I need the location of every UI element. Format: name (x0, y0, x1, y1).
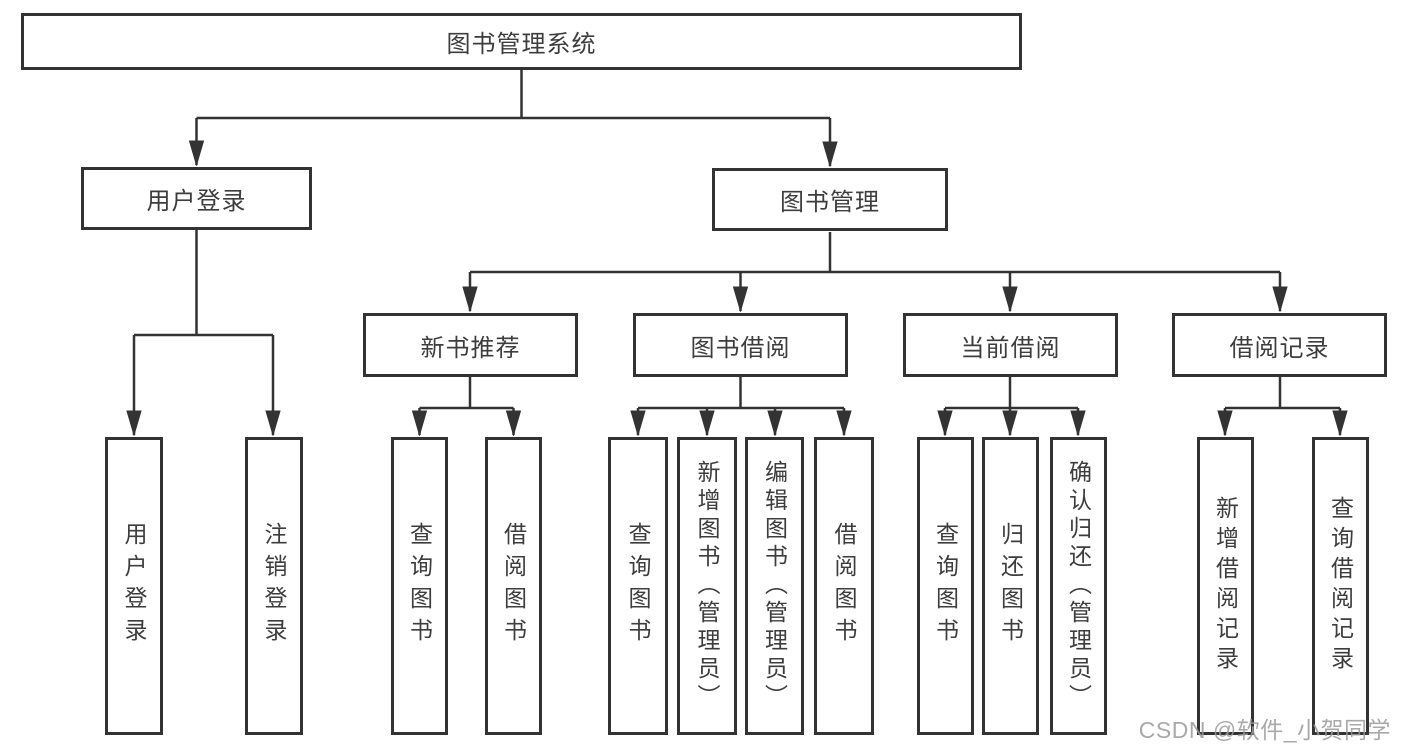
node-root-system: 图书管理系统 (21, 13, 1022, 70)
leaf-edit-book-admin: 编辑图书（管理员） (745, 437, 804, 735)
node-book-management: 图书管理 (712, 168, 948, 231)
leaf-add-book-admin: 新增图书（管理员） (677, 437, 737, 735)
leaf-query-book-current: 查询图书 (917, 437, 974, 735)
node-book-borrowing: 图书借阅 (633, 313, 848, 377)
leaf-borrow-book-borrowing: 借阅图书 (814, 437, 874, 735)
connector-arrows (134, 118, 1340, 435)
leaf-borrow-book-recommend: 借阅图书 (485, 437, 542, 735)
node-user-login: 用户登录 (81, 167, 312, 230)
leaf-confirm-return-admin: 确认归还（管理员） (1050, 437, 1107, 735)
leaf-return-book: 归还图书 (982, 437, 1039, 735)
node-borrowing-records: 借阅记录 (1172, 313, 1387, 377)
node-new-book-recommend: 新书推荐 (363, 313, 578, 377)
leaf-query-borrow-record: 查询借阅记录 (1312, 437, 1369, 735)
connector-trunks (134, 70, 1340, 410)
leaf-query-book-borrowing: 查询图书 (608, 437, 668, 735)
node-current-borrowing: 当前借阅 (903, 313, 1118, 377)
leaf-logout: 注销登录 (245, 437, 303, 735)
csdn-watermark: CSDN @软件_小贺同学 (1138, 717, 1391, 743)
leaf-user-login: 用户登录 (105, 437, 163, 735)
leaf-query-book-recommend: 查询图书 (391, 437, 448, 735)
leaf-add-borrow-record: 新增借阅记录 (1197, 437, 1254, 735)
